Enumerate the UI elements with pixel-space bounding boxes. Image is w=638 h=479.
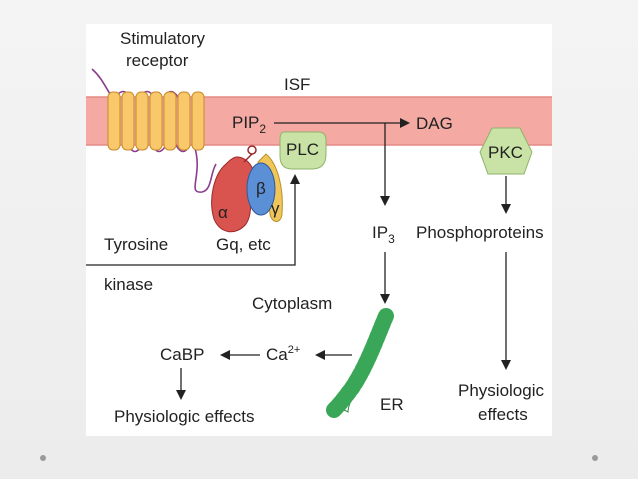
ip3-text: IP <box>372 223 388 242</box>
pkc-enzyme <box>479 127 533 175</box>
pip2-subscript: 2 <box>259 122 266 136</box>
cytoplasm-label: Cytoplasm <box>252 294 332 313</box>
physiologic-effects-left: Physiologic effects <box>114 407 254 426</box>
er-label: ER <box>380 395 404 414</box>
alpha-label: α <box>218 203 228 222</box>
pkc-label: PKC <box>488 143 523 162</box>
signaling-figure: Stimulatory receptor ISF PIP2 DAG PLC PK… <box>86 24 552 436</box>
receptor-label-line1: Stimulatory <box>120 29 206 48</box>
gamma-label: γ <box>271 199 280 218</box>
plc-label: PLC <box>286 140 319 159</box>
cabp-label: CaBP <box>160 345 204 364</box>
physiologic-effects-right-line1: Physiologic <box>458 381 544 400</box>
physiologic-effects-right-line2: effects <box>478 405 528 424</box>
pathway-diagram: Stimulatory receptor ISF PIP2 DAG PLC PK… <box>86 29 552 426</box>
arrow-tyrosine-kinase-to-plc <box>86 174 300 266</box>
pathway-arrows <box>86 118 511 400</box>
ip3-label: IP3 <box>372 223 395 246</box>
kinase-label: kinase <box>104 275 153 294</box>
ca-label: Ca2+ <box>266 344 300 364</box>
gq-tether <box>243 153 253 163</box>
stimulatory-receptor <box>107 91 205 151</box>
beta-label: β <box>256 179 266 198</box>
ca-text: Ca <box>266 345 288 364</box>
gq-anchor <box>247 145 257 155</box>
gq-label: Gq, etc <box>216 235 271 254</box>
pip2-text: PIP <box>232 113 259 132</box>
isf-label: ISF <box>284 75 310 94</box>
receptor-label-line2: receptor <box>126 51 189 70</box>
receptor-n-terminus <box>91 68 111 95</box>
er-core <box>328 310 392 416</box>
g-beta-subunit <box>246 162 276 216</box>
pip2-label: PIP2 <box>232 113 266 136</box>
plc-enzyme <box>279 131 327 170</box>
tyrosine-label: Tyrosine <box>104 235 168 254</box>
ca-superscript: 2+ <box>288 344 301 356</box>
dag-label: DAG <box>416 114 453 133</box>
ip3-subscript: 3 <box>388 232 395 246</box>
slide-dot-left <box>40 455 46 461</box>
phosphoproteins-label: Phosphoproteins <box>416 223 544 242</box>
slide-dot-right <box>592 455 598 461</box>
